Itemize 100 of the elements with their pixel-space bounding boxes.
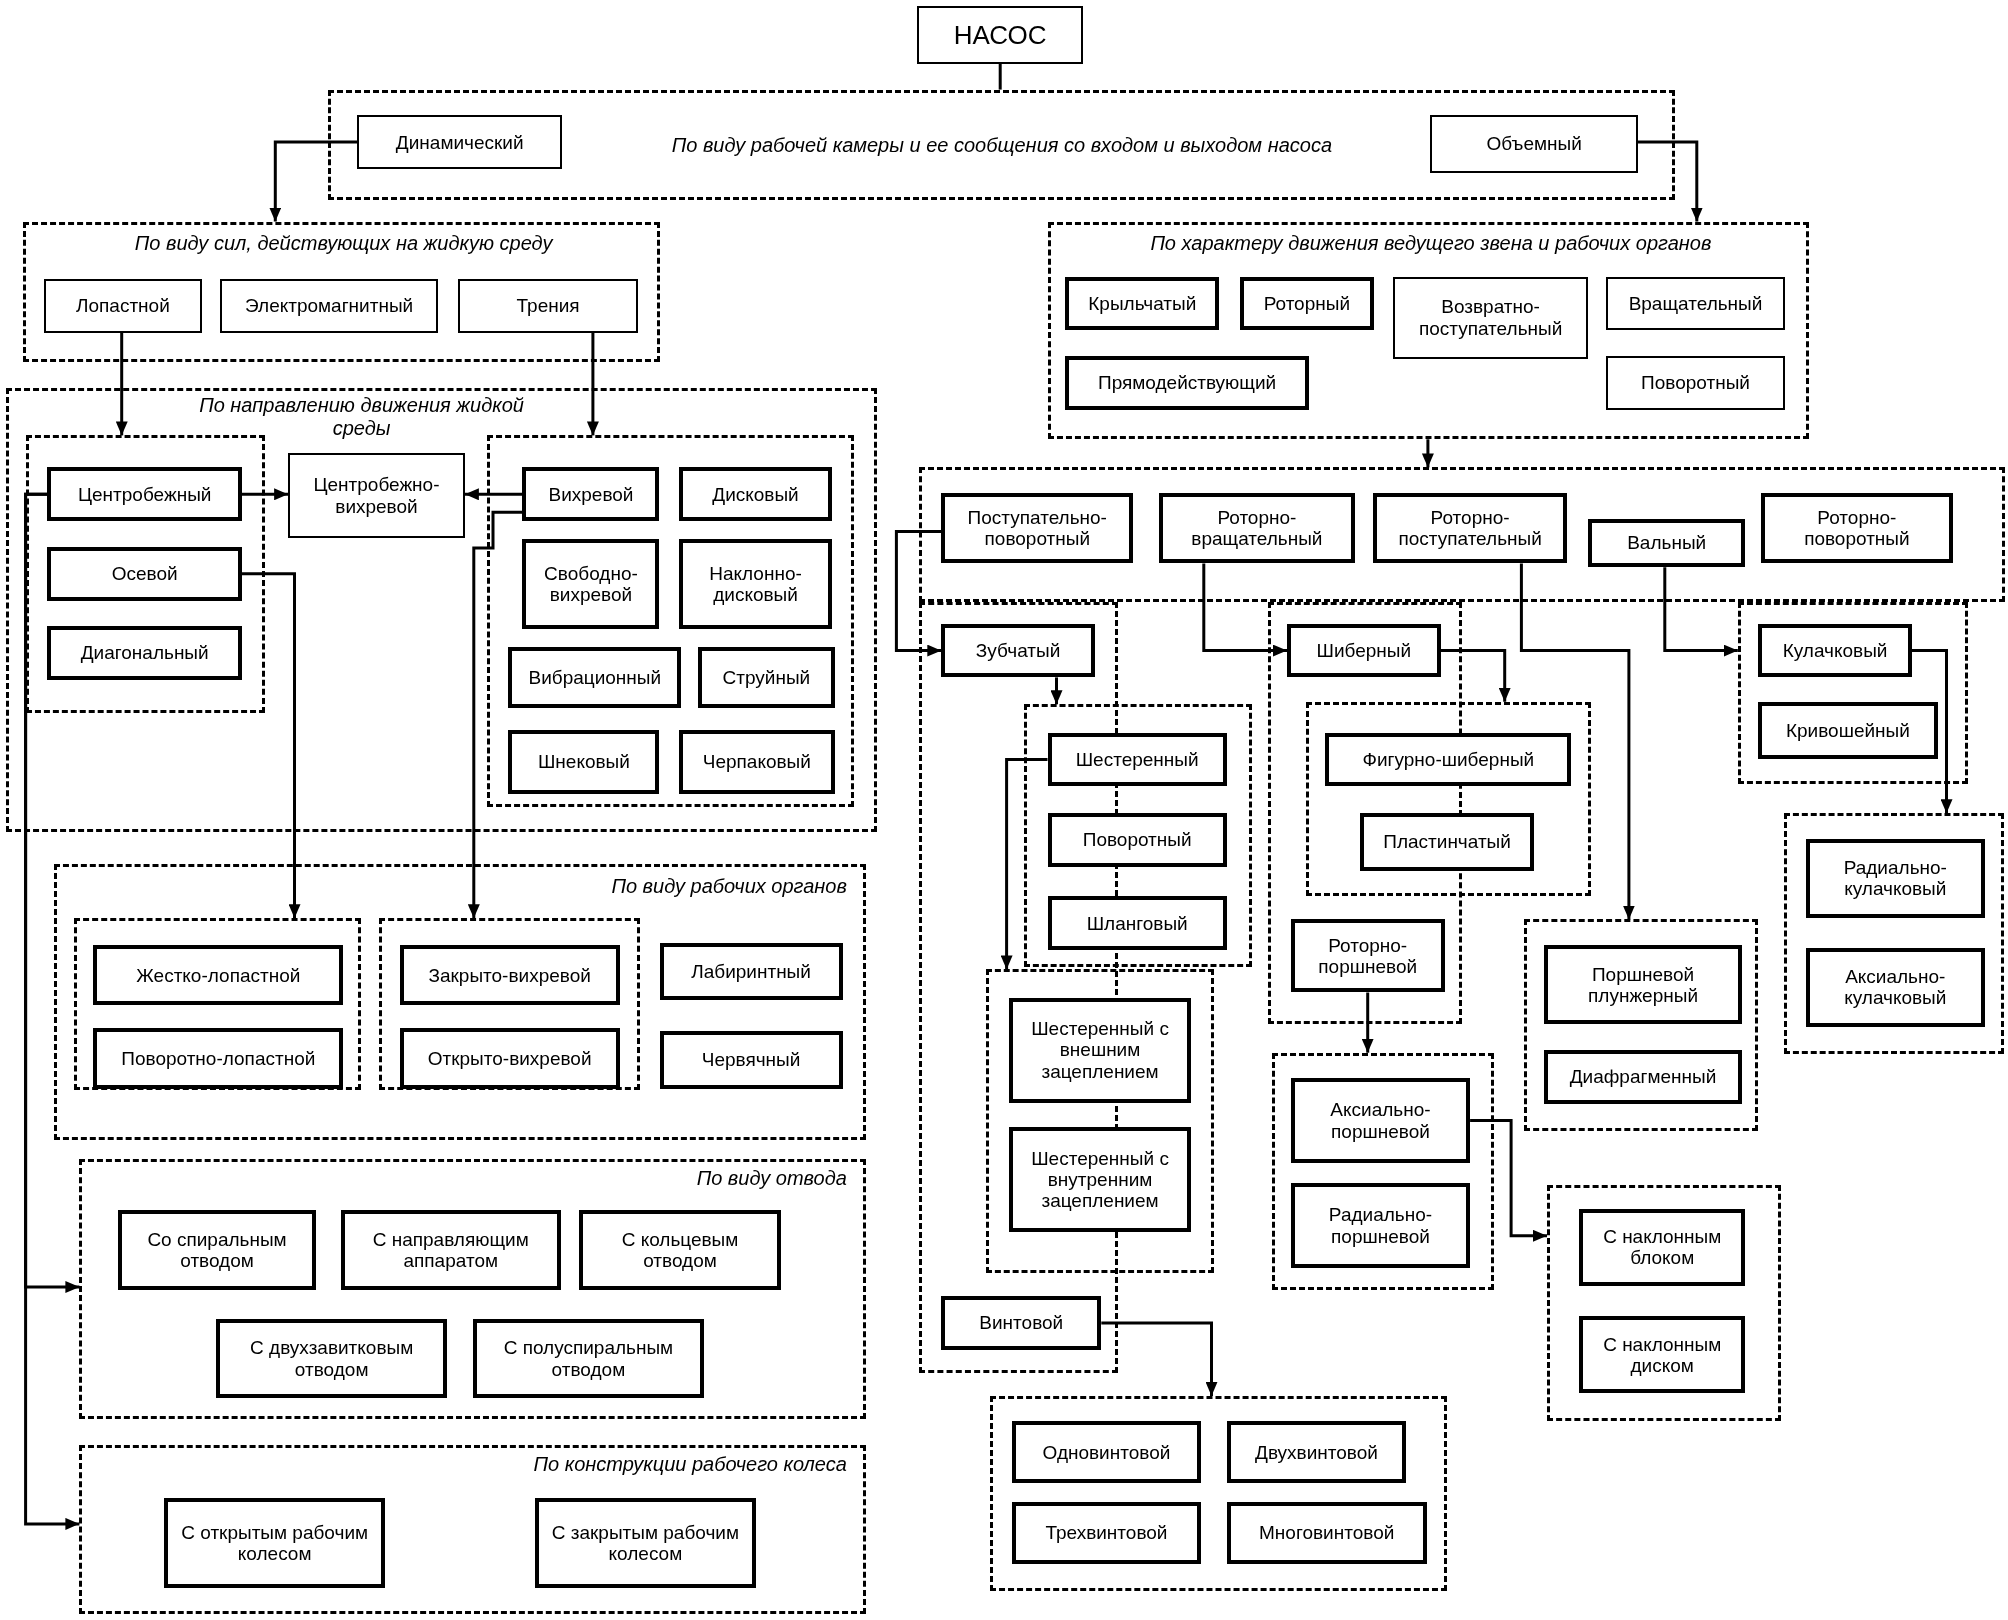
category-box: Поворотно-лопастной [93, 1028, 344, 1089]
category-box: Аксиально-кулачковый [1805, 947, 1985, 1028]
category-box: Поршневой плунжерный [1544, 945, 1742, 1025]
dashed-group-frame [74, 918, 362, 1090]
category-box: Вращательный [1605, 276, 1786, 331]
category-box: Открыто-вихревой [399, 1028, 620, 1089]
category-box: Лабиринтный [659, 942, 843, 1001]
category-box: Поворотный [1605, 356, 1786, 410]
connector-arrow [1519, 563, 1635, 920]
connector-arrow [269, 140, 358, 222]
category-box: Лопастной [43, 279, 203, 333]
dashed-group-frame [53, 864, 866, 1140]
connector-arrow [467, 510, 523, 919]
connector-arrow [115, 333, 128, 436]
connector-arrow [1912, 649, 1953, 814]
category-box: Крыльчатый [1065, 276, 1220, 331]
connector-arrow [464, 488, 523, 501]
category-box: Червячный [659, 1030, 843, 1089]
category-box: Кулачковый [1758, 623, 1912, 678]
category-box: Со спиральным отводом [117, 1210, 317, 1290]
connector-arrow [1440, 649, 1511, 702]
dashed-group-frame [379, 918, 641, 1090]
category-box: Свободно-вихревой [522, 539, 660, 629]
category-box: Жестко-лопастной [93, 945, 344, 1006]
dashed-group-frame [919, 467, 2006, 602]
category-box: Поворотный [1047, 813, 1227, 867]
category-box: Многовинтовой [1226, 1502, 1427, 1564]
connector-arrow [1470, 1119, 1547, 1242]
category-box: Диагональный [47, 626, 242, 680]
category-box: Вальный [1587, 518, 1746, 568]
category-box: Одновинтовой [1011, 1421, 1202, 1483]
category-box: Винтовой [941, 1295, 1102, 1350]
connector-line [998, 64, 1002, 90]
category-box: Радиально-поршневой [1290, 1183, 1471, 1268]
dashed-group-frame [1024, 704, 1253, 967]
dashed-group-frame [25, 435, 266, 714]
category-box: Центробежно-вихревой [288, 453, 465, 538]
dashed-group-frame [486, 435, 855, 807]
category-box: С направляющим аппаратом [340, 1210, 561, 1290]
category-box: Фигурно-шиберный [1325, 732, 1572, 787]
category-box: Поступательно-поворотный [941, 493, 1134, 564]
dashed-group-frame [79, 1158, 866, 1419]
category-box: Вихревой [522, 467, 660, 522]
category-box: С полуспиральным отводом [472, 1319, 705, 1399]
category-box: С наклонным блоком [1578, 1208, 1746, 1286]
dashed-group-frame [1546, 1184, 1782, 1422]
category-box: Трехвинтовой [1011, 1502, 1202, 1564]
category-box: С открытым рабочим колесом [163, 1498, 386, 1588]
connector-arrow [1637, 140, 1703, 222]
category-box: Роторно-поворотный [1760, 493, 1953, 564]
category-box: Прямодействующий [1065, 356, 1309, 410]
category-box: Шнековый [508, 729, 660, 794]
connector-arrow [24, 492, 80, 1530]
dashed-group-frame [1271, 1052, 1495, 1290]
connector-arrow [1202, 563, 1287, 657]
category-box: Динамический [357, 115, 563, 170]
category-box: Центробежный [47, 467, 242, 522]
category-box: С закрытым рабочим колесом [535, 1498, 756, 1588]
category-box: С наклонным диском [1578, 1316, 1746, 1394]
category-box: Осевой [47, 546, 242, 601]
category-box: Шланговый [1047, 896, 1227, 951]
category-box: Черпаковый [678, 729, 835, 794]
dashed-group-frame [1737, 601, 1969, 784]
category-box: Роторный [1239, 276, 1375, 331]
dashed-group-frame [23, 221, 660, 363]
category-box: Радиально-кулачковый [1805, 838, 1985, 919]
category-box: Диафрагменный [1544, 1050, 1742, 1104]
dashed-group-frame [6, 388, 878, 833]
category-box: Наклонно-дисковый [678, 539, 833, 629]
connector-arrow [242, 572, 301, 919]
dashed-group-frame [986, 969, 1214, 1273]
category-box: Вибрационный [508, 646, 682, 709]
dashed-group-frame [327, 89, 1676, 200]
connector-arrow [586, 333, 599, 436]
category-box: Роторно-вращательный [1158, 493, 1355, 564]
category-box: Зубчатый [941, 623, 1095, 678]
category-box: Объемный [1430, 115, 1638, 173]
category-box: Пластинчатый [1360, 813, 1535, 871]
dashed-group-frame [1523, 919, 1759, 1131]
category-box: Закрыто-вихревой [399, 945, 620, 1006]
category-box: Струйный [697, 646, 835, 709]
connector-arrow [1000, 757, 1048, 970]
connector-arrow [242, 488, 289, 501]
category-box: Дисковый [678, 467, 833, 522]
connector-arrow [1361, 992, 1374, 1053]
connector-arrow [894, 530, 942, 657]
category-box: Шестеренный с внешним зацеплением [1009, 997, 1191, 1103]
category-box: Роторно-поршневой [1290, 919, 1445, 993]
category-box: НАСОС [916, 6, 1084, 64]
dashed-group-frame [1783, 813, 2005, 1054]
category-box: Двухвинтовой [1226, 1421, 1407, 1483]
dashed-group-frame [989, 1395, 1448, 1591]
dashed-group-frame [1306, 701, 1591, 897]
connector-arrow [1050, 677, 1063, 705]
category-box: Кривошейный [1758, 701, 1938, 760]
category-box: Шиберный [1287, 623, 1441, 678]
category-box: Шестеренный с внутренним зацеплением [1009, 1126, 1191, 1232]
category-box: Шестеренный [1047, 732, 1227, 787]
connector-arrow [1101, 1321, 1218, 1396]
connector-arrow [1663, 567, 1738, 657]
